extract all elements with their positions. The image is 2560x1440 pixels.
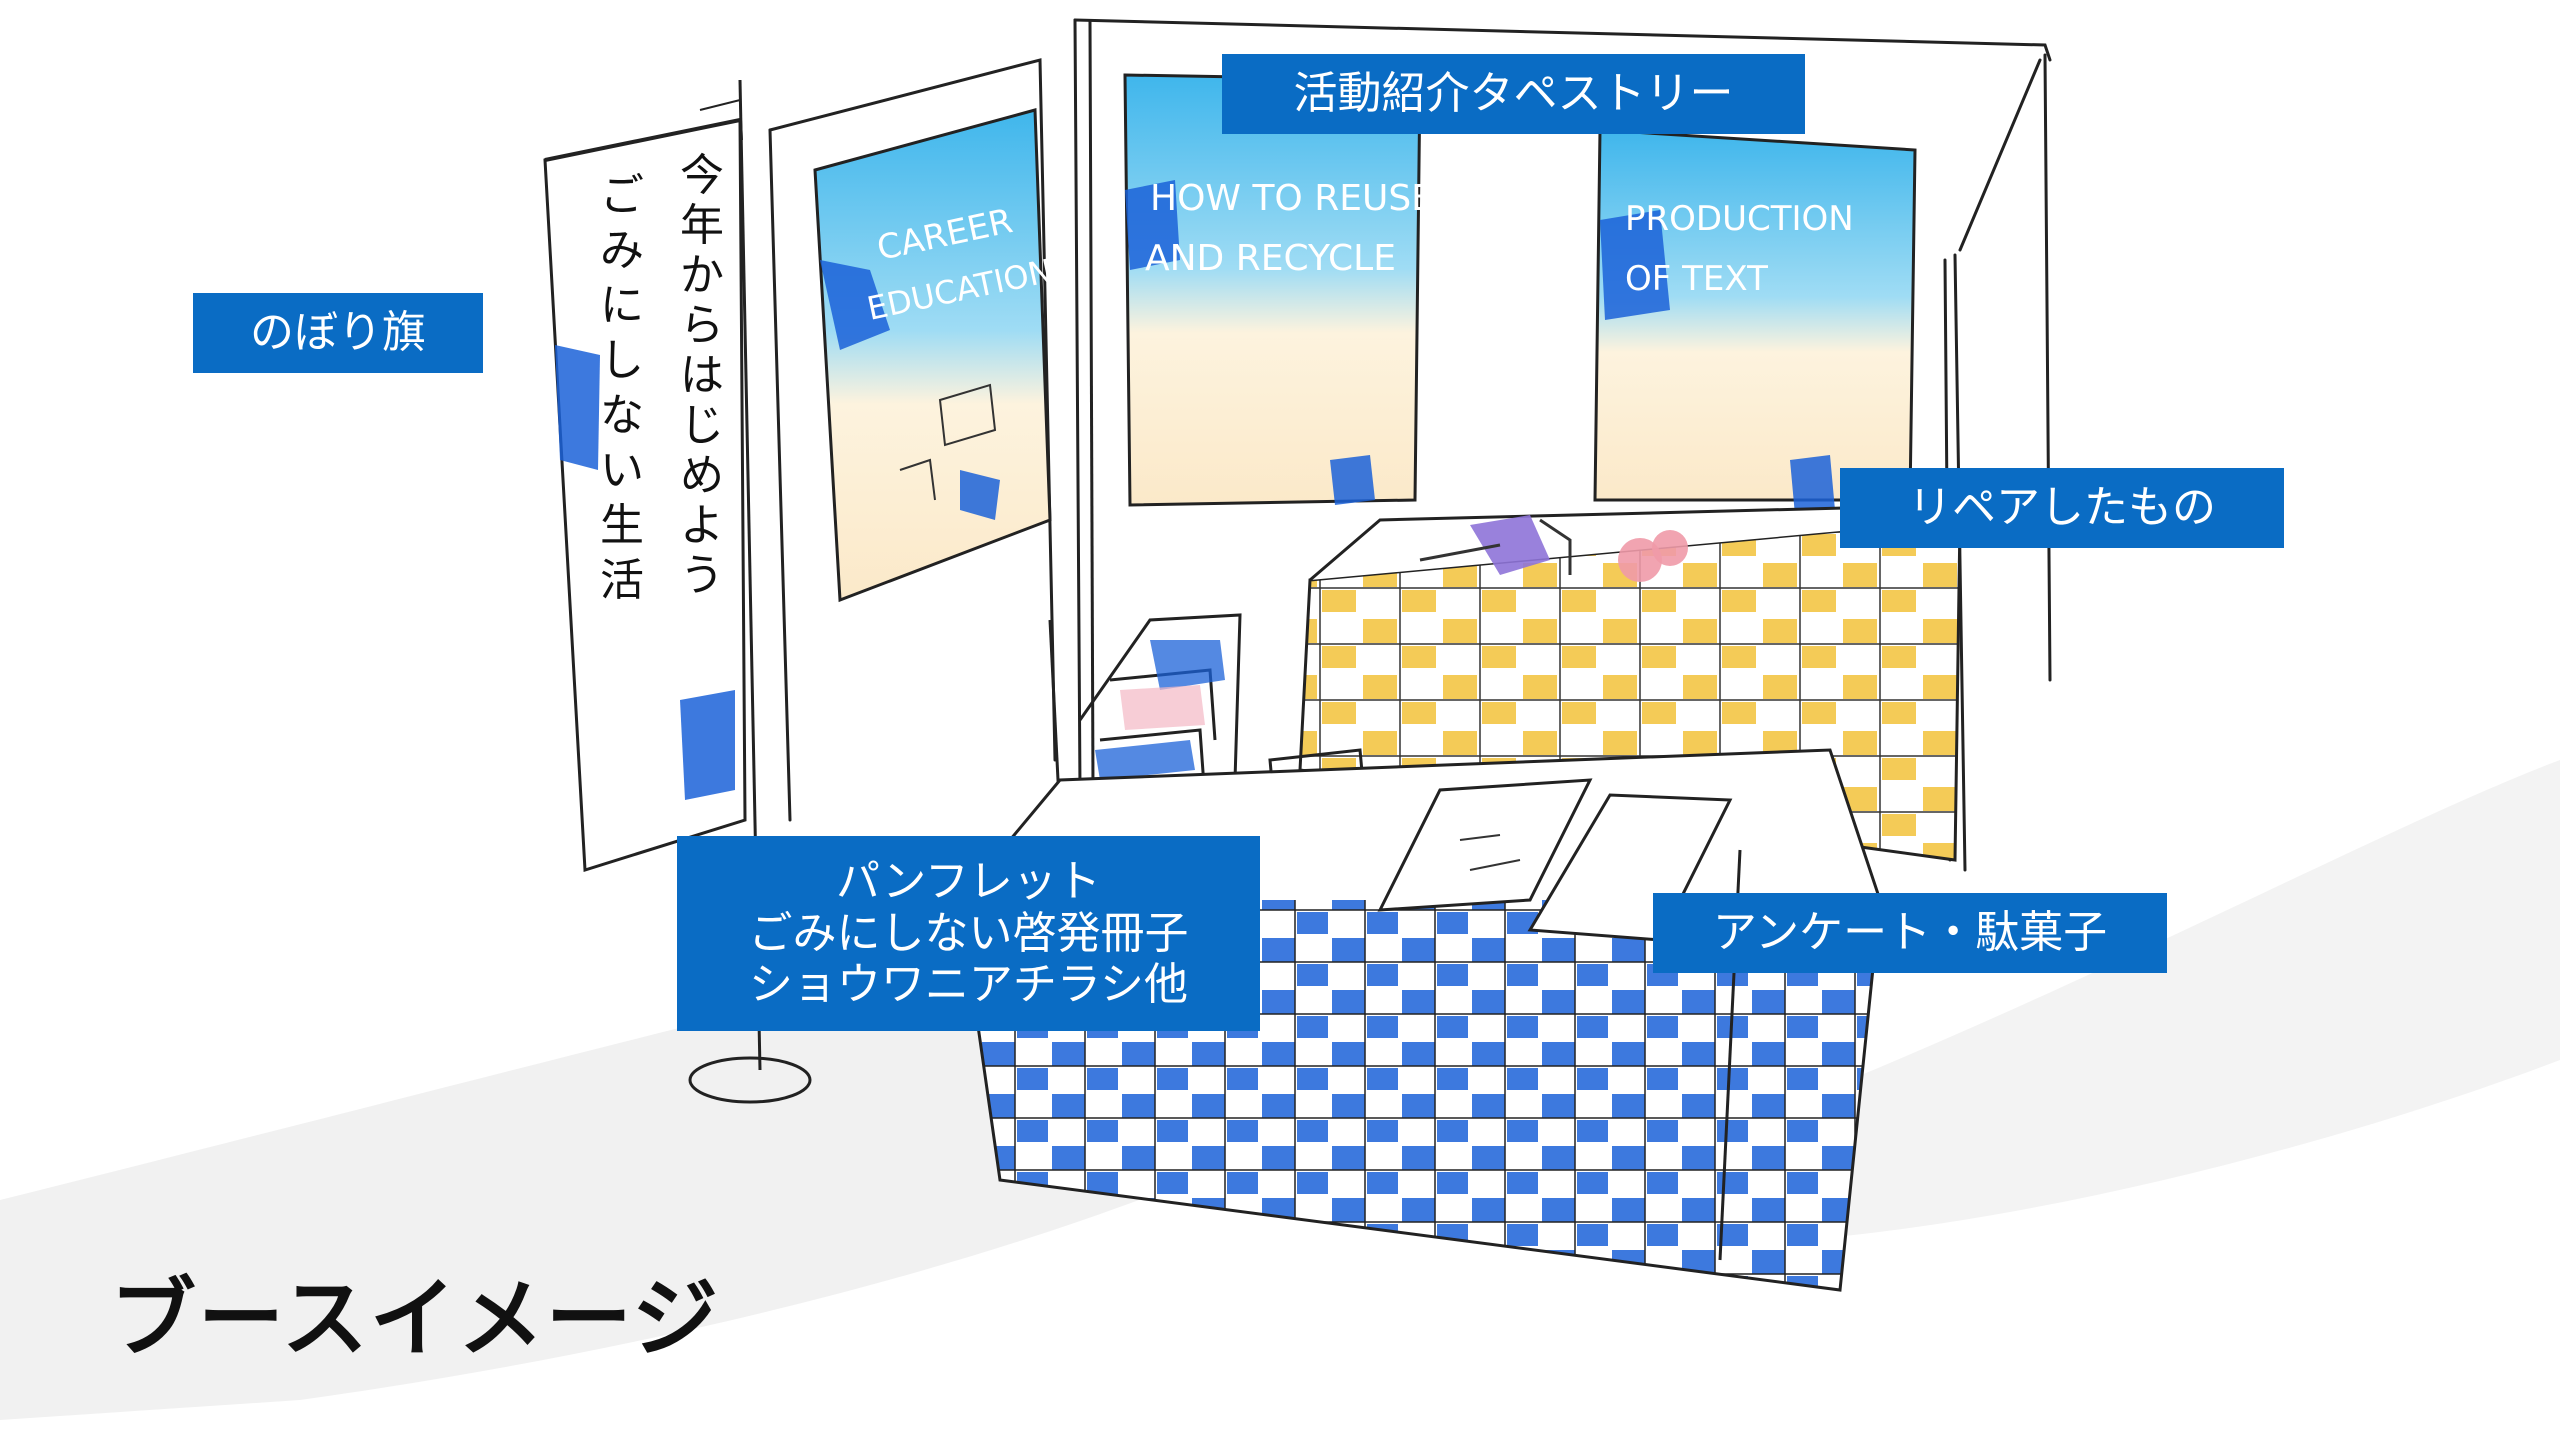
svg-text:ら: ら: [680, 300, 724, 351]
svg-text:OF TEXT: OF TEXT: [1625, 259, 1768, 299]
svg-text:か: か: [680, 250, 724, 301]
page-title: ブースイメージ: [110, 1269, 720, 1369]
svg-text:め: め: [680, 450, 724, 501]
survey-snacks-label: アンケート・駄菓子: [1653, 893, 2167, 973]
tapestry-center: HOW TO REUSE AND RECYCLE: [1123, 73, 1434, 507]
pamphlet-label-line-1: パンフレット: [836, 855, 1101, 907]
svg-text:PRODUCTION: PRODUCTION: [1625, 199, 1854, 239]
svg-text:い: い: [600, 445, 644, 496]
svg-text:年: 年: [680, 200, 724, 251]
svg-text:し: し: [600, 335, 644, 386]
svg-text:活: 活: [600, 555, 644, 606]
pamphlet-rack: [1048, 613, 1372, 872]
tapestry-right: PRODUCTION OF TEXT: [1593, 128, 1917, 515]
tapestry-left: CAREER EDUCATION: [813, 108, 1056, 603]
svg-text:HOW TO REUSE: HOW TO REUSE: [1150, 178, 1434, 219]
pamphlet-label-line-2: ごみにしない啓発冊子: [748, 907, 1189, 959]
repaired-items-label: リペアしたもの: [1840, 468, 2284, 548]
nobori-flag-label: のぼり旗: [193, 293, 483, 373]
svg-text:み: み: [600, 225, 644, 276]
tapestry-label: 活動紹介タペストリー: [1222, 54, 1805, 134]
svg-text:は: は: [680, 350, 724, 401]
svg-text:よ: よ: [680, 500, 724, 551]
pamphlet-label-line-3: ショウワニアチラシ他: [748, 959, 1189, 1011]
svg-text:う: う: [680, 550, 724, 601]
svg-text:ご: ご: [600, 170, 644, 221]
pamphlet-label: パンフレット ごみにしない啓発冊子 ショウワニアチラシ他: [677, 836, 1260, 1031]
svg-text:に: に: [600, 280, 644, 331]
svg-text:AND RECYCLE: AND RECYCLE: [1145, 238, 1396, 279]
svg-text:じ: じ: [680, 400, 724, 451]
nobori-flag-sketch: 今 年 か ら は じ め よ う ご み に し な い 生 活: [543, 79, 812, 1104]
svg-text:今: 今: [680, 150, 724, 201]
svg-text:生: 生: [600, 500, 644, 551]
svg-text:な: な: [600, 390, 644, 441]
